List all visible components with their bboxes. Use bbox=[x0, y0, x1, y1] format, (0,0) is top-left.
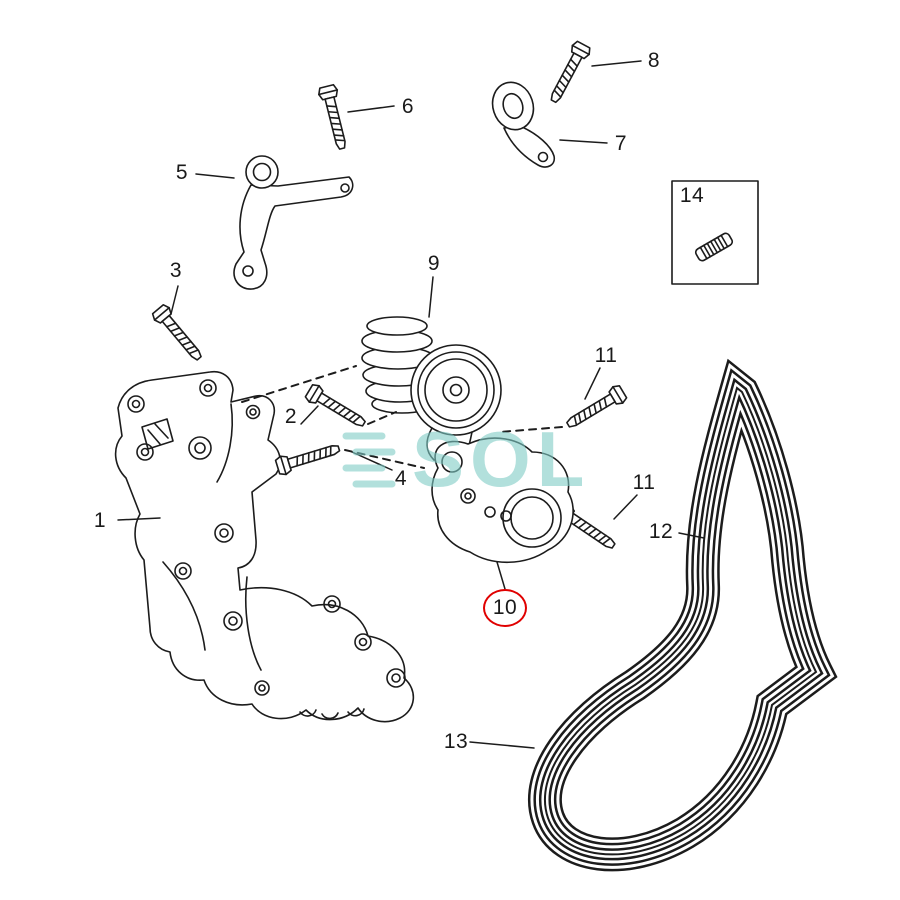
callout-part-5: 5 bbox=[175, 161, 189, 184]
callout-part-12: 12 bbox=[648, 520, 674, 543]
callout-part-1: 1 bbox=[93, 509, 107, 532]
serpentine-belt-part bbox=[545, 388, 816, 854]
bracket-main-part bbox=[114, 370, 415, 723]
stud-box-part bbox=[671, 180, 759, 285]
bracket-small-part bbox=[491, 81, 556, 168]
bolt-6 bbox=[316, 83, 353, 152]
callout-part-13: 13 bbox=[443, 730, 469, 753]
callout-part-10: 10 bbox=[492, 596, 518, 619]
bolt-3 bbox=[149, 302, 208, 366]
belt-tensioner-part bbox=[361, 316, 502, 461]
callout-part-4: 4 bbox=[394, 467, 408, 490]
bolt-2 bbox=[303, 381, 370, 433]
bracket-upper-part bbox=[233, 155, 354, 290]
callout-part-7: 7 bbox=[614, 132, 628, 155]
tensioner-bracket-part bbox=[431, 437, 574, 564]
callout-part-11-upper: 11 bbox=[594, 344, 618, 367]
bolt-11-upper bbox=[562, 382, 629, 434]
callout-part-11-lower: 11 bbox=[632, 471, 656, 494]
bolt-4 bbox=[274, 438, 343, 477]
callout-part-6: 6 bbox=[401, 95, 415, 118]
bolt-8 bbox=[544, 39, 593, 107]
highlight-circle-part-10: 10 bbox=[483, 589, 527, 627]
callout-part-14: 14 bbox=[679, 184, 705, 207]
callout-part-9: 9 bbox=[427, 252, 441, 275]
callout-part-2: 2 bbox=[284, 405, 298, 428]
callout-part-3: 3 bbox=[169, 259, 183, 282]
callout-part-8: 8 bbox=[647, 49, 661, 72]
